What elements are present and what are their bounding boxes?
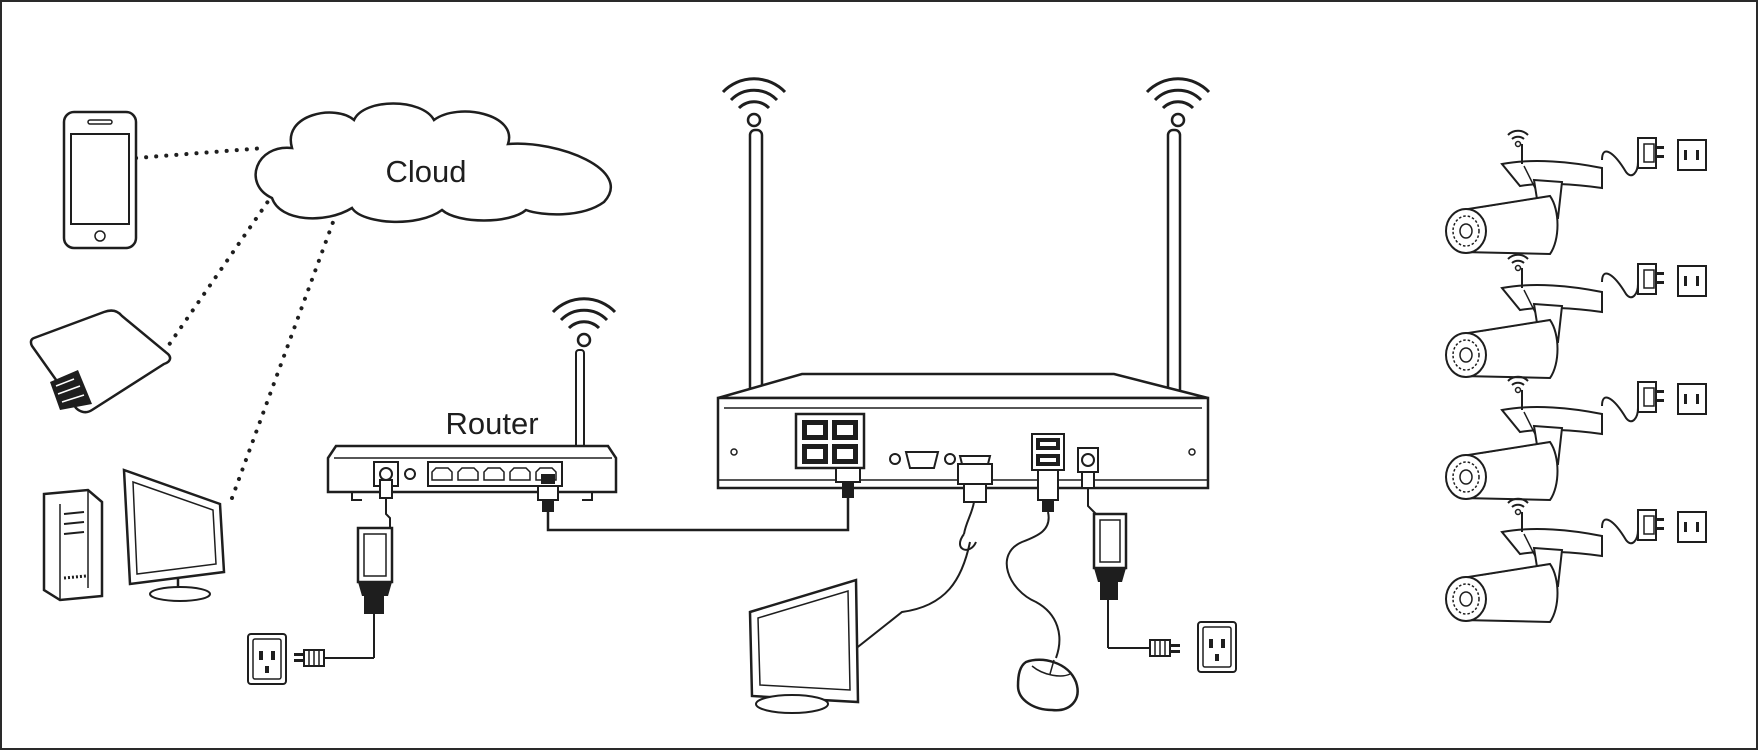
- router-nvr-cable: [546, 498, 850, 532]
- nvr-recorder-icon: [716, 77, 1211, 512]
- desktop-pc-icon: [42, 468, 226, 602]
- dotted-links: [134, 146, 338, 500]
- mouse-icon: [1005, 511, 1079, 712]
- router-label: Router: [445, 406, 538, 441]
- ip-camera-icon: [1446, 131, 1602, 622]
- cloud-label: Cloud: [386, 154, 467, 189]
- router-icon: Router: [326, 297, 618, 512]
- router-power-adapter: [247, 479, 394, 685]
- smartphone-icon: [62, 110, 138, 250]
- monitor-icon: [748, 501, 977, 714]
- nvr-power-adapter: [1087, 488, 1237, 673]
- tablet-icon: [29, 309, 172, 414]
- camera-power-outlets: [1601, 137, 1707, 545]
- cloud-icon: Cloud: [254, 102, 612, 224]
